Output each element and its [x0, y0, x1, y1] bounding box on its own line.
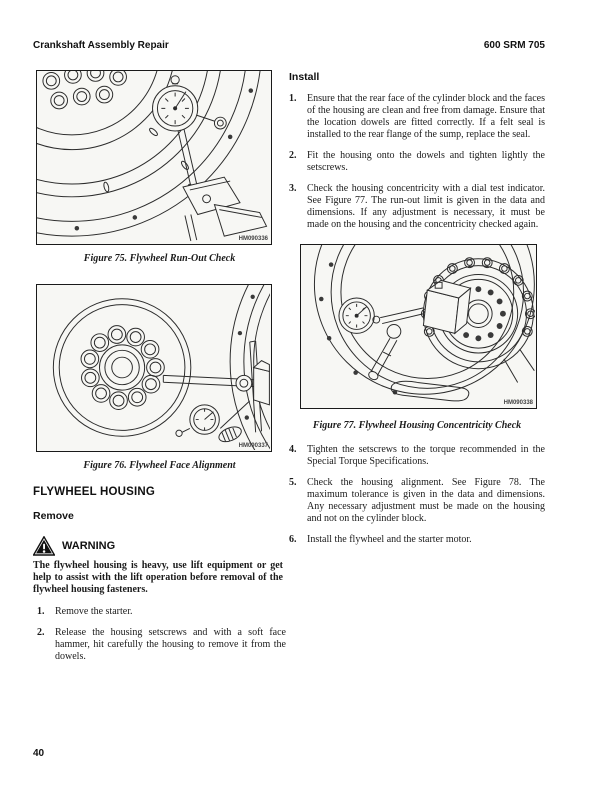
install-step-3: 3. Check the housing concentricity with … [289, 183, 545, 231]
warning-header: WARNING [33, 536, 286, 556]
figure-76-caption: Figure 76. Flywheel Face Alignment [83, 459, 236, 471]
install-step-4: 4. Tighten the setscrews to the torque r… [289, 444, 545, 468]
figure-76-image: HM090337 [36, 283, 272, 452]
install-step-2: 2. Fit the housing onto the dowels and t… [289, 150, 545, 174]
step-text: Check the housing alignment. See Figure … [307, 476, 545, 524]
flywheel-face-alignment-drawing [52, 284, 270, 450]
step-number: 2. [37, 626, 45, 638]
step-number: 5. [289, 476, 297, 488]
step-number: 1. [37, 605, 45, 617]
remove-step-1: 1. Remove the starter. [37, 606, 286, 618]
page-number: 40 [33, 748, 45, 759]
figure-77-image: HM090338 [300, 244, 537, 409]
subsection-heading-remove: Remove [33, 510, 74, 522]
step-number: 3. [289, 183, 297, 194]
step-number: 1. [289, 93, 297, 104]
step-text: Fit the housing onto the dowels and tigh… [307, 150, 545, 173]
page-header: Crankshaft Assembly Repair 600 SRM 705 [33, 40, 545, 51]
warning-triangle-icon [33, 536, 55, 556]
flywheel-runout-drawing [37, 71, 268, 242]
right-column: Install 1. Ensure that the rear face of … [289, 70, 545, 546]
figure-75-id: HM090336 [238, 236, 268, 242]
install-step-1: 1. Ensure that the rear face of the cyli… [289, 93, 545, 141]
housing-concentricity-drawing [313, 245, 535, 402]
step-text: Install the flywheel and the starter mot… [307, 533, 472, 545]
step-text: Tighten the setscrews to the torque reco… [307, 443, 545, 467]
figure-76-id: HM090337 [238, 442, 268, 449]
install-step-5: 5. Check the housing alignment. See Figu… [289, 477, 545, 525]
step-number: 2. [289, 150, 297, 161]
section-heading-flywheel-housing: FLYWHEEL HOUSING [33, 486, 156, 498]
left-column: HM090336 Figure 75. Flywheel Run-Out Che… [33, 70, 286, 663]
step-number: 6. [289, 533, 297, 545]
install-step-6: 6. Install the flywheel and the starter … [289, 534, 545, 546]
figure-75-image: HM090336 [36, 70, 272, 245]
subsection-heading-install: Install [289, 71, 320, 83]
figure-75-caption: Figure 75. Flywheel Run-Out Check [83, 253, 236, 264]
header-section-title: Crankshaft Assembly Repair [33, 40, 169, 51]
step-number: 4. [289, 443, 297, 455]
figure-77-id: HM090338 [503, 400, 533, 406]
step-text: Ensure that the rear face of the cylinde… [307, 93, 545, 140]
remove-step-2: 2. Release the housing setscrews and wit… [37, 627, 286, 663]
step-text: Remove the starter. [55, 605, 133, 617]
warning-label: WARNING [62, 540, 116, 552]
warning-text: The flywheel housing is heavy, use lift … [33, 560, 283, 596]
figure-77-caption: Figure 77. Flywheel Housing Concentricit… [312, 420, 522, 431]
step-text: Check the housing concentricity with a d… [307, 183, 545, 230]
header-document-number: 600 SRM 705 [483, 40, 545, 51]
step-text: Release the housing setscrews and with a… [55, 626, 286, 662]
